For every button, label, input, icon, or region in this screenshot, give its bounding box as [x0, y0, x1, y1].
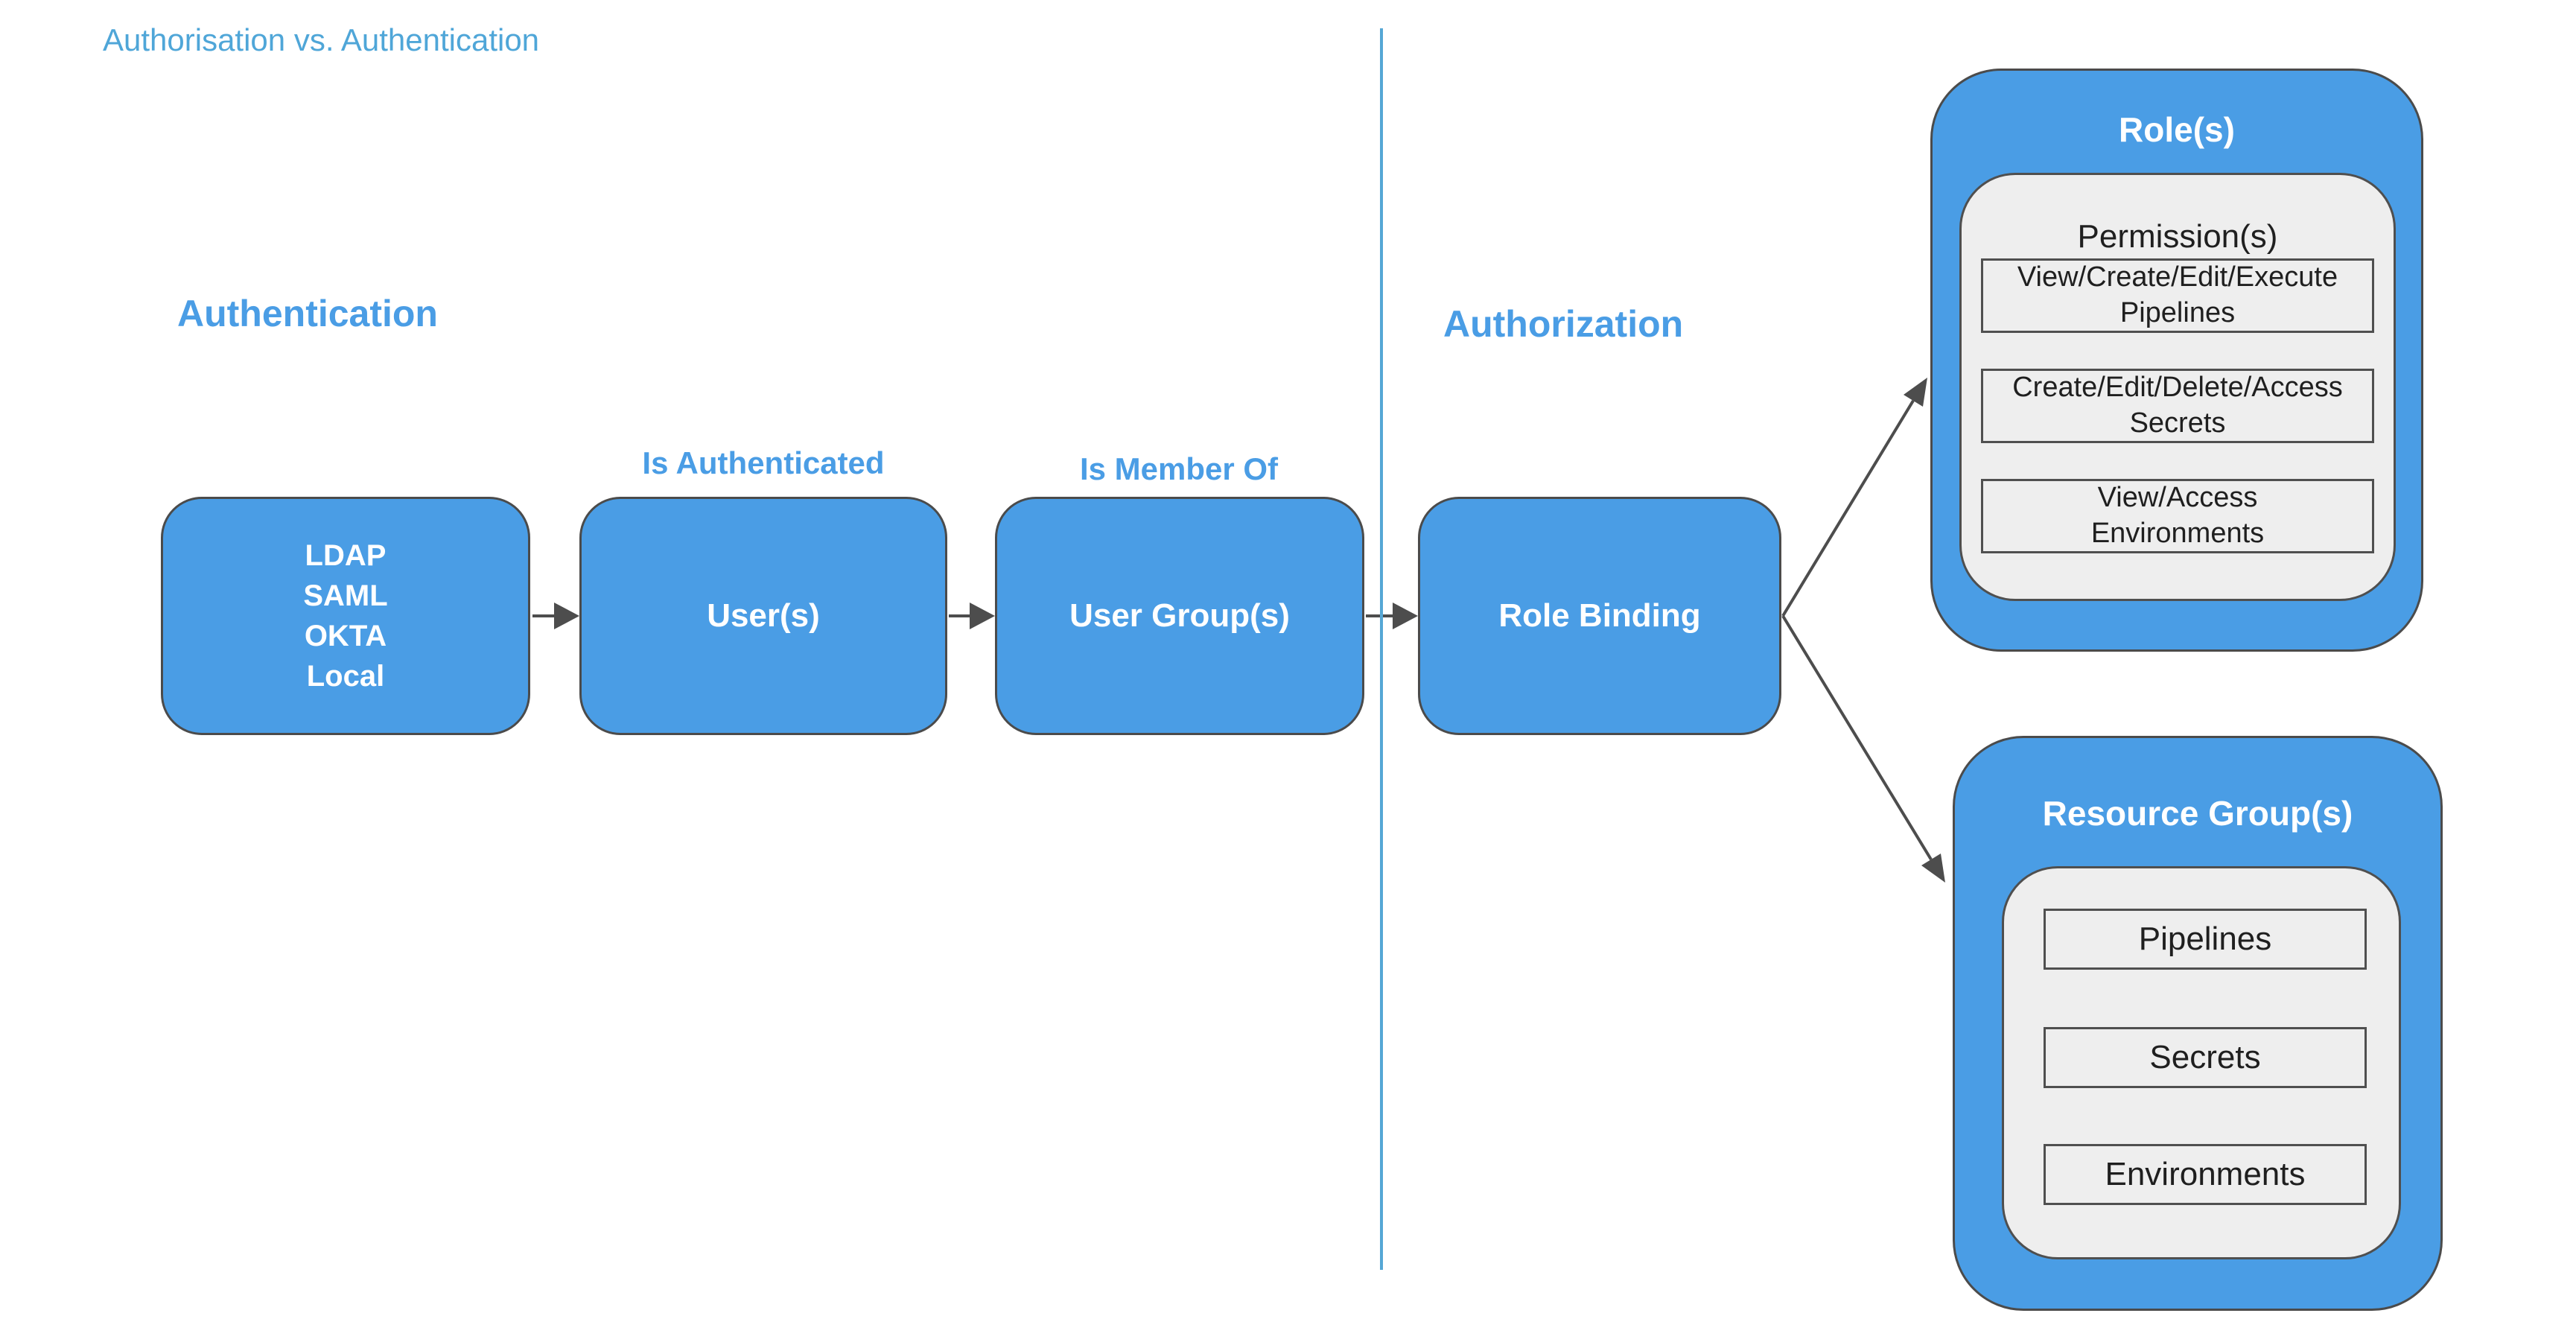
- resource-item: Pipelines: [2044, 909, 2367, 970]
- users-box: User(s): [579, 497, 947, 735]
- arrowhead-icon: [970, 603, 995, 629]
- arrow-idp-to-users: [532, 603, 579, 629]
- identity-providers-box: LDAP SAML OKTA Local: [161, 497, 530, 735]
- arrowhead-icon: [1921, 854, 1945, 883]
- authentication-heading: Authentication: [177, 293, 438, 334]
- arrow-binding-to-resource-groups: [1781, 614, 1945, 883]
- edge-label-is-member-of: Is Member Of: [1079, 451, 1279, 486]
- arrow-binding-to-roles: [1781, 378, 1927, 617]
- user-groups-box: User Group(s): [995, 497, 1364, 735]
- arrow-groups-to-binding: [1366, 603, 1418, 629]
- permission-item: View/Access Environments: [1981, 479, 2374, 553]
- arrow-users-to-groups: [949, 603, 995, 629]
- zone-divider-line: [1380, 28, 1383, 1270]
- authorization-heading: Authorization: [1443, 303, 1684, 345]
- permission-item: Create/Edit/Delete/Access Secrets: [1981, 369, 2374, 443]
- roles-group-title: Role(s): [2119, 110, 2235, 149]
- arrowhead-icon: [1393, 603, 1418, 629]
- resource-panel: Pipelines Secrets Environments: [2002, 866, 2401, 1259]
- resource-group-title: Resource Group(s): [2042, 794, 2353, 833]
- role-binding-box: Role Binding: [1418, 497, 1781, 735]
- permission-item: View/Create/Edit/Execute Pipelines: [1981, 258, 2374, 333]
- resource-item: Secrets: [2044, 1027, 2367, 1088]
- resource-item: Environments: [2044, 1144, 2367, 1205]
- page-title: Authorisation vs. Authentication: [103, 22, 540, 57]
- permissions-panel-title: Permission(s): [2077, 218, 2278, 255]
- roles-group-box: Role(s) Permission(s) View/Create/Edit/E…: [1930, 69, 2423, 652]
- permissions-panel: Permission(s) View/Create/Edit/Execute P…: [1959, 173, 2396, 601]
- edge-label-is-authenticated: Is Authenticated: [642, 445, 885, 480]
- resource-group-box: Resource Group(s) Pipelines Secrets Envi…: [1953, 736, 2443, 1311]
- arrowhead-icon: [554, 603, 579, 629]
- arrowhead-icon: [1904, 378, 1927, 407]
